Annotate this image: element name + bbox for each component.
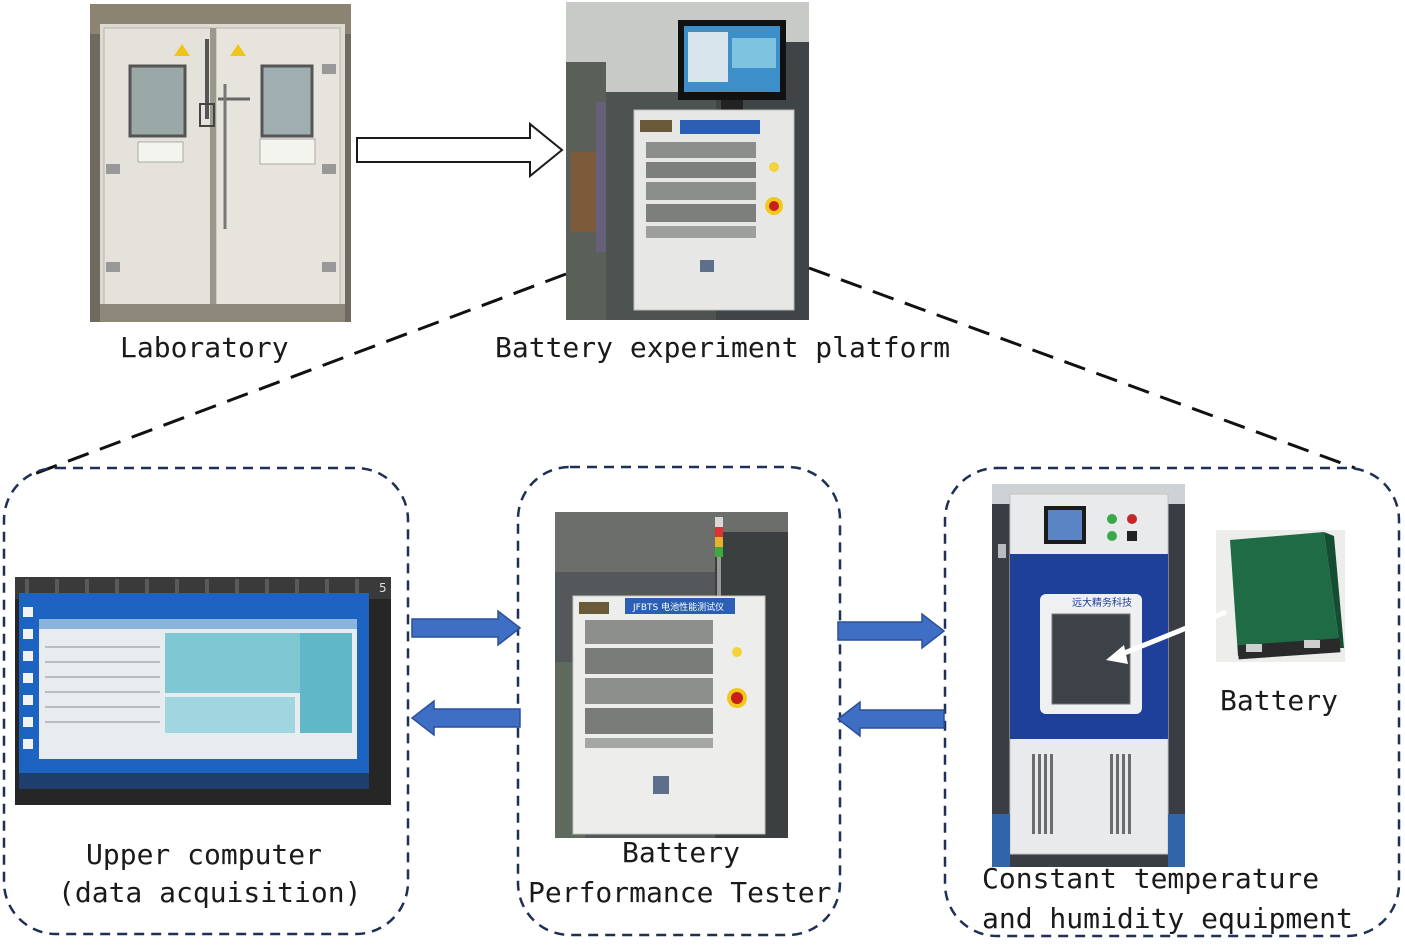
chamber-photo: 远大精务科技 (992, 484, 1185, 867)
hollow-arrow-icon (356, 121, 564, 179)
laboratory-photo (90, 4, 351, 322)
upper-computer-sublabel: (data acquisition) (58, 876, 362, 909)
dashed-guide-left (33, 272, 567, 476)
tester-label: Battery (622, 836, 741, 869)
chamber-sublabel: and humidity equipment (982, 902, 1353, 935)
battery-label: Battery (1220, 684, 1339, 717)
chamber-label: Constant temperature (982, 862, 1320, 895)
platform-label: Battery experiment platform (495, 331, 951, 364)
tester-frame (516, 465, 842, 937)
tester-brand-text: JFBTS 电池性能测试仪 (632, 601, 724, 613)
platform-photo (566, 2, 809, 320)
arrow-left-icon (836, 700, 945, 738)
chamber-frame (943, 466, 1401, 938)
battery-photo (1216, 530, 1345, 662)
chamber-brand-text: 远大精务科技 (1072, 596, 1132, 609)
arrow-left-icon (410, 699, 521, 737)
monitor-number: 5 (379, 581, 387, 595)
upper-computer-label: Upper computer (86, 838, 323, 871)
tester-photo: JFBTS 电池性能测试仪 (555, 512, 788, 838)
battery-pointer-arrow (1121, 609, 1227, 657)
laboratory-label: Laboratory (120, 331, 289, 364)
arrow-right-icon (837, 612, 946, 650)
upper-computer-photo: 5 (15, 577, 391, 805)
arrow-right-icon (411, 609, 522, 647)
dashed-guide-right (808, 266, 1356, 470)
tester-sublabel: Performance Tester (528, 876, 832, 909)
upper-computer-frame (2, 466, 410, 936)
battery-pointer-head-icon (1106, 645, 1128, 664)
